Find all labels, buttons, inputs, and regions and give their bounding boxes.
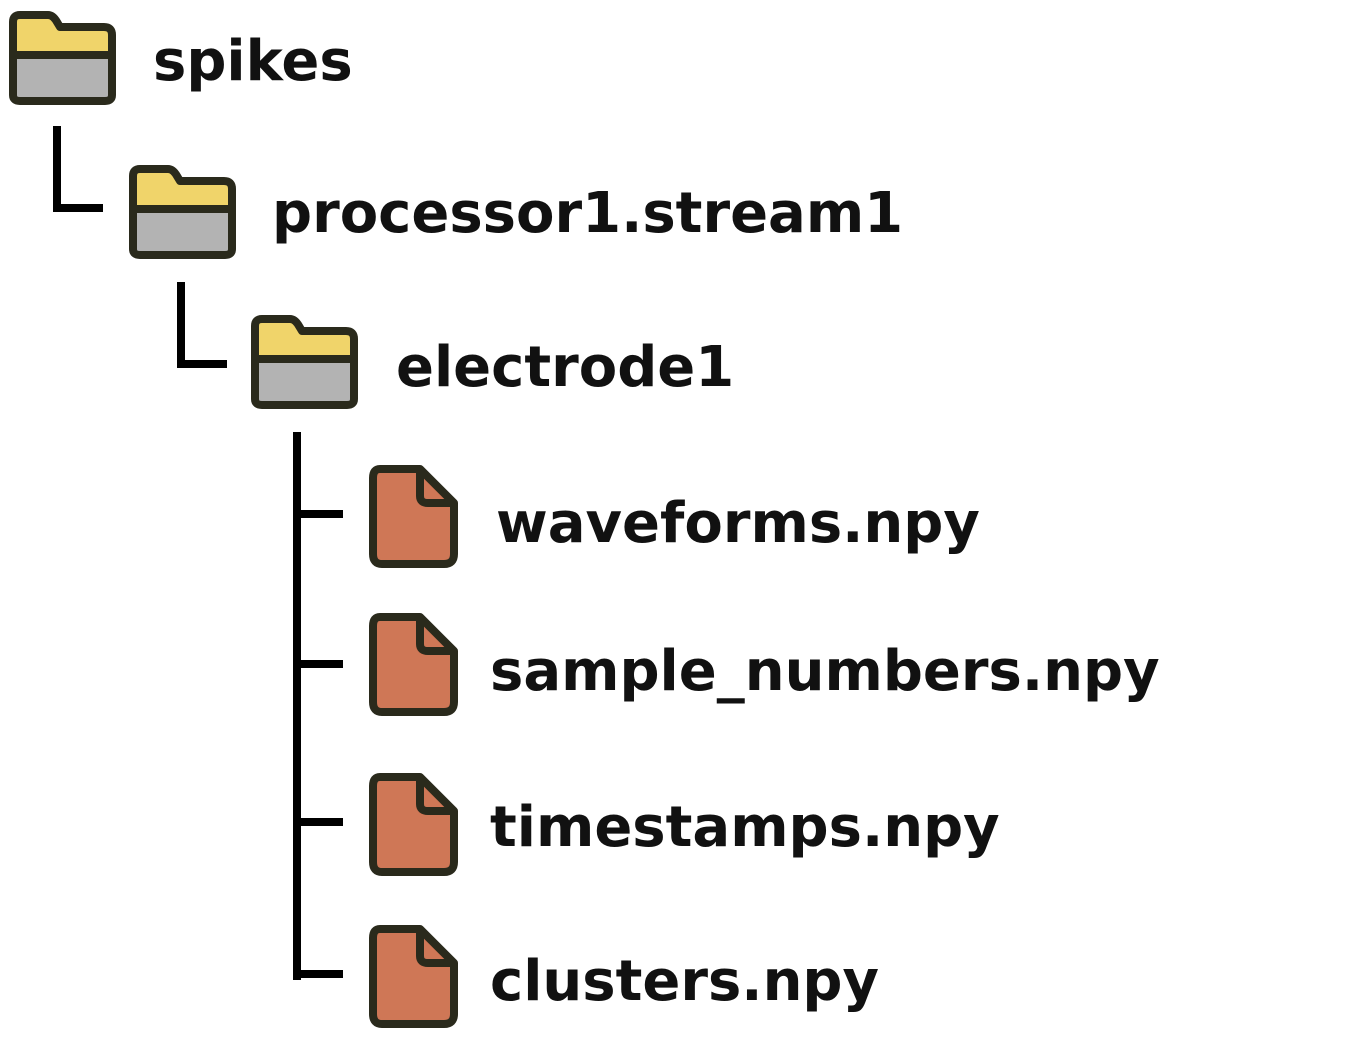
node-label: electrode1 [396,335,735,400]
tree-connector [293,970,343,978]
folder-icon [9,11,116,105]
node-label: spikes [153,29,353,94]
node-label: timestamps.npy [490,795,1000,860]
file-icon [369,925,458,1028]
tree-connector [53,126,61,212]
tree-connector [53,204,103,212]
folder-icon [129,165,236,259]
node-label: processor1.stream1 [272,181,904,246]
tree-connector [177,282,185,368]
folder-icon [251,315,358,409]
file-icon [369,465,458,568]
tree-connector [293,660,343,668]
tree-connector [293,432,301,980]
node-label: clusters.npy [490,949,880,1014]
file-icon [369,773,458,876]
tree-connector [293,818,343,826]
tree-connector [177,360,227,368]
node-label: sample_numbers.npy [490,639,1160,704]
file-icon [369,613,458,716]
tree-connector [293,510,343,518]
node-label: waveforms.npy [496,491,980,556]
